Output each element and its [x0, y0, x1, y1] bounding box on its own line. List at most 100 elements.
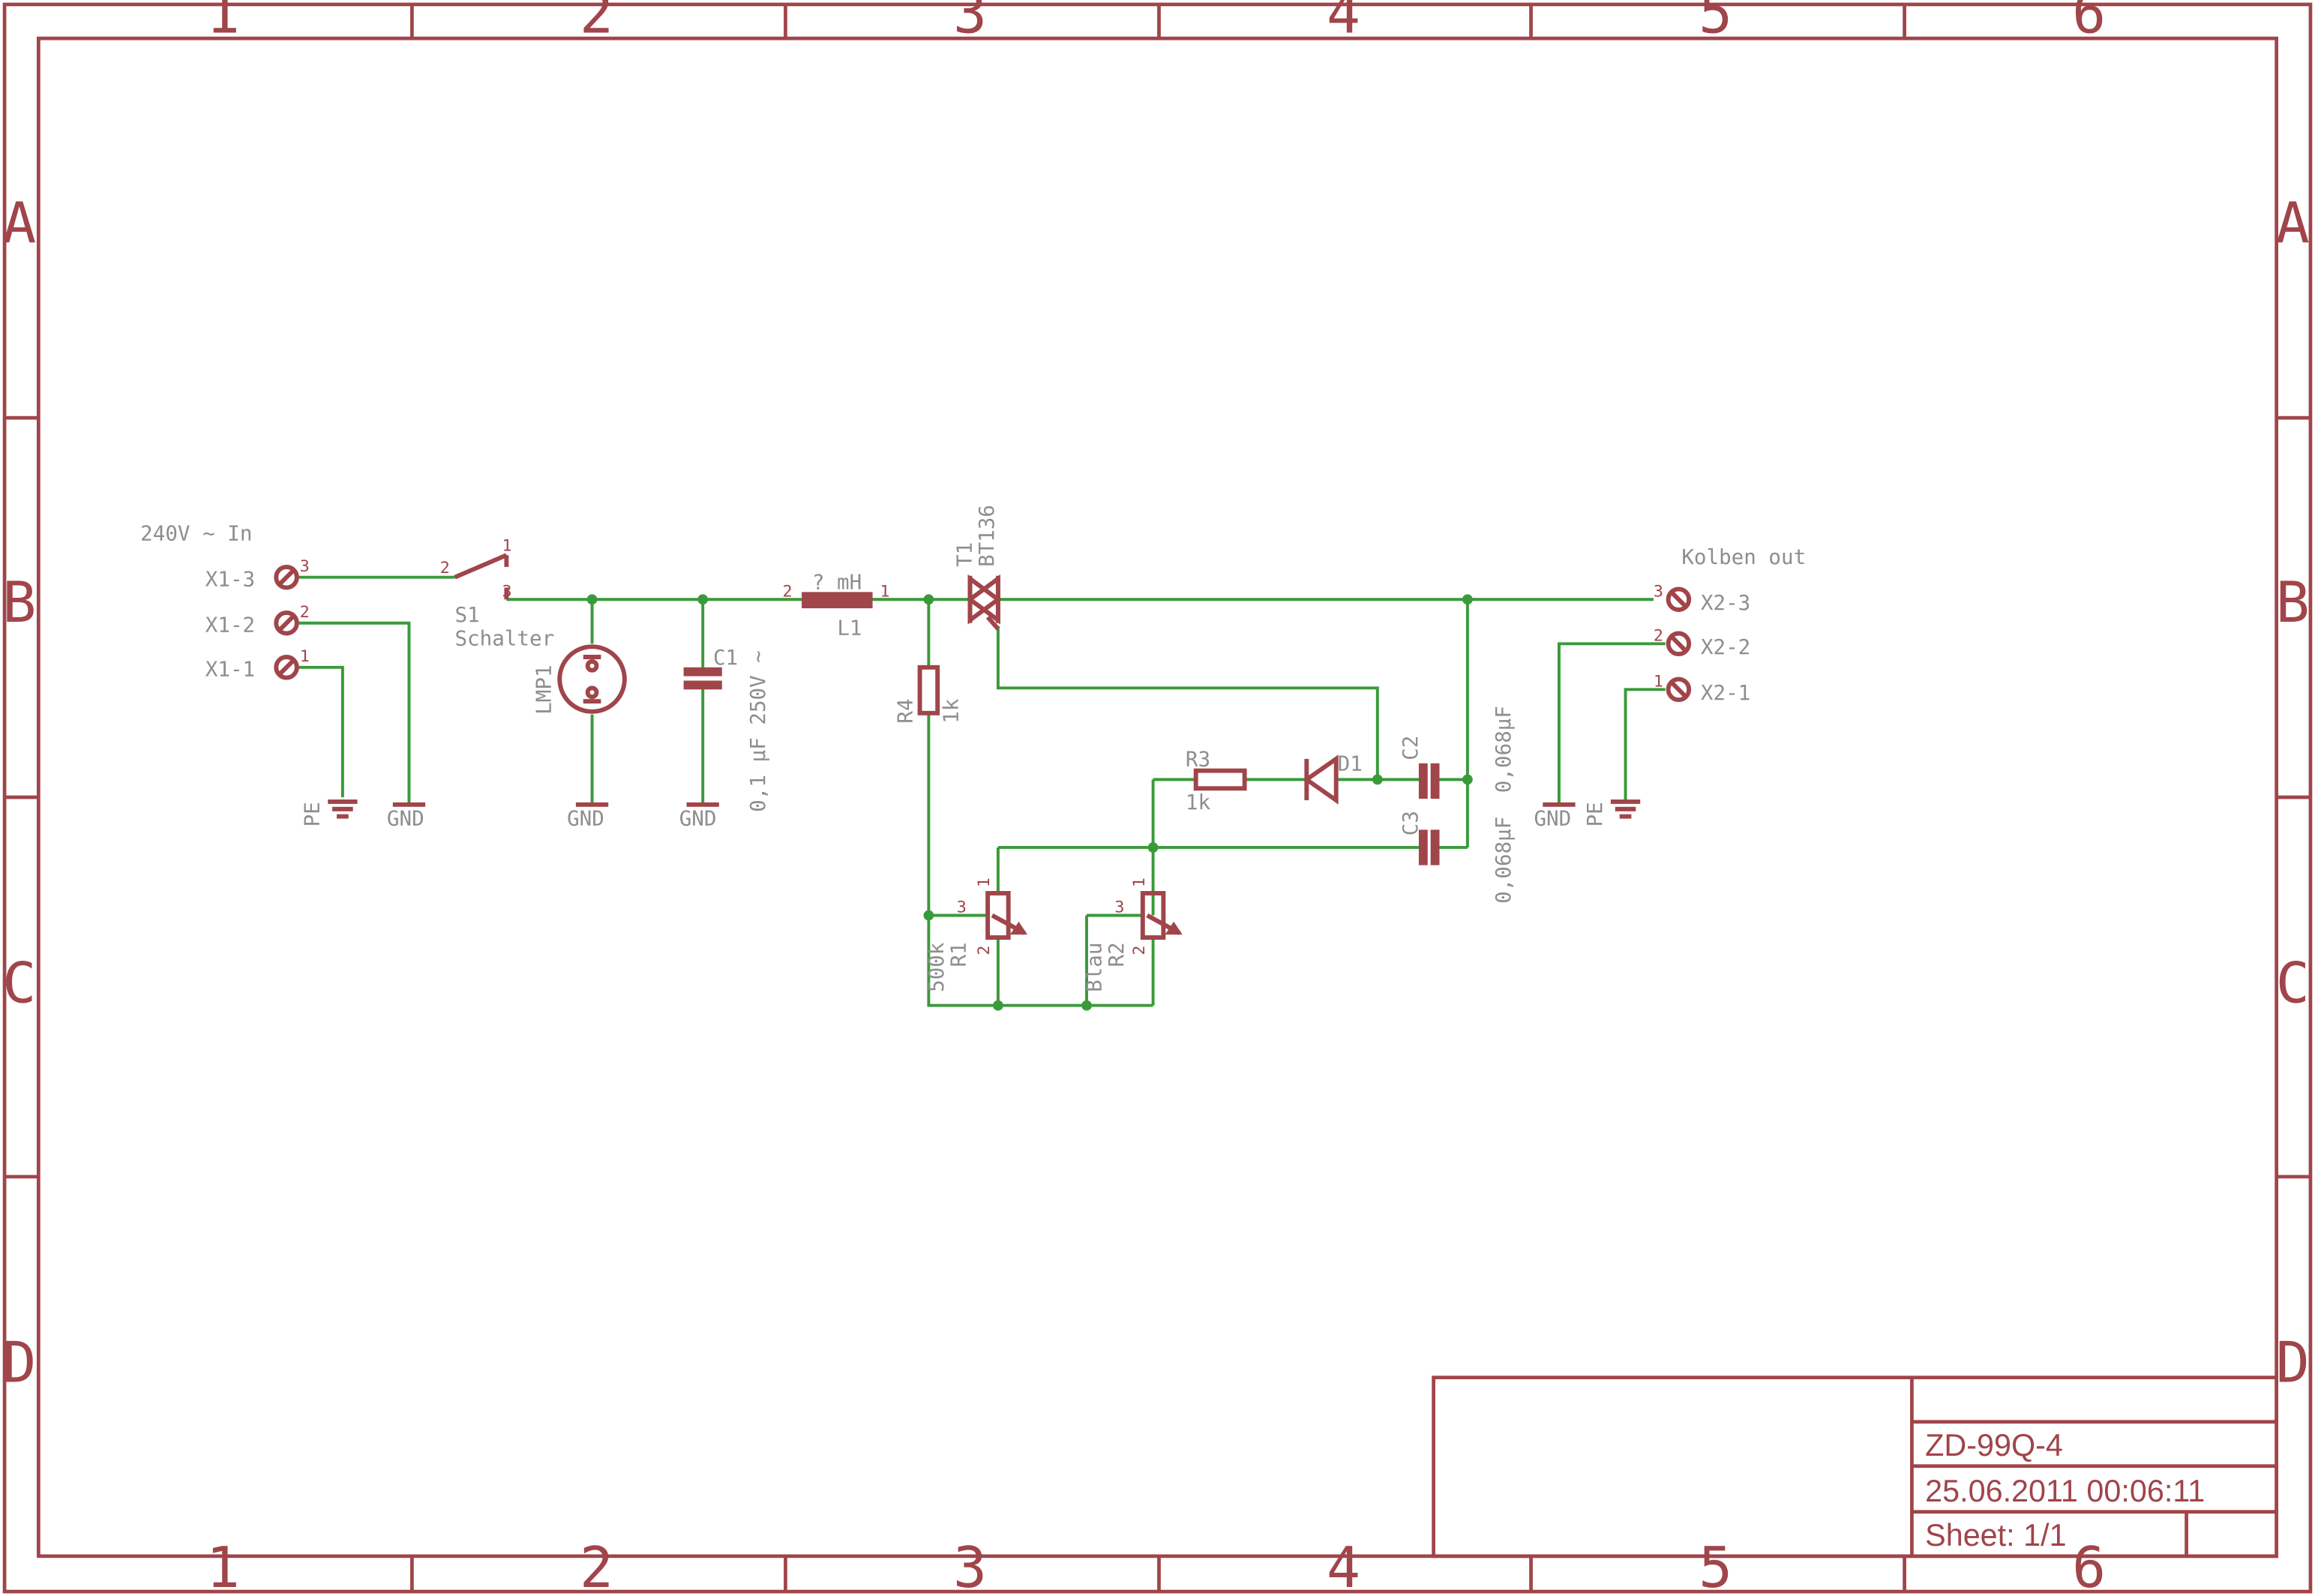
svg-text:C2: C2	[1399, 736, 1423, 760]
zone-row-d-right: D	[2276, 1330, 2310, 1396]
zone-col-6-bottom: 6	[2072, 1535, 2106, 1596]
svg-text:L1: L1	[837, 616, 862, 640]
x2-1-terminal: X2-1 1	[1654, 672, 1750, 705]
svg-text:R1: R1	[947, 942, 971, 967]
svg-text:1k: 1k	[940, 698, 964, 724]
zone-col-1-bottom: 1	[206, 1535, 240, 1596]
svg-text:3: 3	[957, 898, 967, 917]
pe-symbol-right: PE	[1583, 799, 1641, 826]
svg-text:3: 3	[502, 582, 511, 601]
zone-row-b-left: B	[2, 570, 36, 635]
c3-capacitor: C3 0,068µF	[1399, 811, 1516, 904]
gnd-symbol-lamp: GND	[567, 802, 609, 830]
svg-text:X1-2: X1-2	[205, 614, 255, 638]
x2-2-terminal: X2-2 2	[1654, 626, 1750, 659]
x1-3-terminal: X1-3 3	[205, 557, 310, 592]
svg-text:GND: GND	[567, 806, 604, 830]
svg-text:Blau: Blau	[1083, 943, 1107, 992]
x1-1-terminal: X1-1 1	[205, 647, 310, 682]
t1-triac: T1 BT136	[952, 505, 1002, 631]
r3-resistor: R3 1k	[1186, 748, 1247, 814]
d1-diode: D1	[1303, 752, 1363, 805]
svg-text:X2-2: X2-2	[1701, 635, 1750, 659]
c1-capacitor: C1 0,1 µF 250V ~	[683, 646, 770, 812]
svg-text:1k: 1k	[1186, 790, 1211, 814]
svg-text:R2: R2	[1105, 942, 1129, 967]
svg-text:X1-1: X1-1	[205, 658, 255, 682]
pe-label-left: PE	[300, 802, 324, 826]
svg-text:X1-3: X1-3	[205, 568, 255, 592]
l1-inductor: 2 1 ? mH L1	[782, 570, 889, 640]
pe-label-right: PE	[1583, 802, 1607, 826]
svg-text:C3: C3	[1399, 811, 1423, 836]
r1-potentiometer: 3 1 2 R1 500k	[925, 878, 1028, 992]
svg-text:1: 1	[880, 582, 889, 601]
c2-capacitor: C2 0,068µF	[1399, 706, 1516, 799]
svg-text:C1: C1	[713, 646, 738, 670]
output-heading: Kolben out	[1681, 545, 1806, 569]
zone-row-b-right: B	[2276, 570, 2310, 635]
x1-2-terminal: X1-2 2	[205, 603, 310, 638]
x1-terminal-block: 240V ~ In X1-3 3 X1-2 2 X1-1 1	[140, 521, 310, 681]
r2-potentiometer: 3 1 2 R2 Blau	[1083, 878, 1183, 992]
gnd-symbol-x1: GND	[387, 802, 426, 830]
svg-text:S1: S1	[454, 603, 479, 627]
svg-text:2: 2	[440, 559, 450, 578]
pe-symbol-left: PE	[300, 799, 358, 826]
zone-row-c-left: C	[2, 951, 36, 1016]
svg-text:0,068µF: 0,068µF	[1492, 706, 1516, 793]
zone-col-5-top: 5	[1699, 0, 1732, 46]
zone-row-d-left: D	[2, 1330, 36, 1396]
zone-col-2-top: 2	[580, 0, 613, 46]
svg-text:GND: GND	[1534, 806, 1571, 830]
svg-text:2: 2	[300, 603, 310, 622]
zone-row-c-right: C	[2276, 951, 2310, 1016]
svg-text:1: 1	[1654, 672, 1663, 691]
title-datetime: 25.06.2011 00:06:11	[1925, 1474, 2205, 1508]
svg-text:BT136: BT136	[975, 505, 999, 567]
svg-text:R3: R3	[1186, 748, 1210, 772]
zone-col-4-bottom: 4	[1327, 1535, 1360, 1596]
title-sheet: Sheet: 1/1	[1925, 1518, 2066, 1552]
zone-col-1-top: 1	[206, 0, 240, 46]
junctions	[586, 594, 1473, 1011]
svg-text:2: 2	[975, 946, 994, 956]
x2-3-terminal: X2-3 3	[1654, 582, 1750, 615]
s1-switch: 2 1 3 S1 Schalter	[440, 536, 554, 650]
svg-text:GND: GND	[387, 806, 424, 830]
zone-row-a-left: A	[2, 190, 36, 256]
r4-resistor: R4 1k	[894, 664, 964, 724]
x2-terminal-block: Kolben out X2-3 3 X2-2 2 X2-1 1	[1654, 545, 1806, 705]
svg-text:3: 3	[1654, 582, 1663, 601]
svg-text:1: 1	[1130, 878, 1149, 887]
svg-text:2: 2	[782, 582, 792, 601]
gnd-symbol-c1: GND	[679, 802, 719, 830]
svg-text:1: 1	[975, 878, 994, 887]
svg-text:3: 3	[1114, 898, 1124, 917]
lmp1-lamp: LMP1	[532, 644, 627, 715]
zone-col-5-bottom: 5	[1699, 1535, 1732, 1596]
zone-col-3-top: 3	[953, 0, 987, 46]
zone-row-a-right: A	[2276, 190, 2310, 256]
zone-col-2-bottom: 2	[580, 1535, 613, 1596]
svg-text:2: 2	[1654, 626, 1663, 645]
zone-col-3-bottom: 3	[953, 1535, 987, 1596]
svg-text:X2-3: X2-3	[1701, 591, 1750, 615]
svg-text:R4: R4	[894, 698, 918, 723]
title-drawing-number: ZD-99Q-4	[1925, 1428, 2063, 1462]
svg-text:T1: T1	[952, 542, 976, 567]
svg-text:3: 3	[300, 557, 310, 576]
svg-text:1: 1	[502, 536, 511, 555]
zone-col-6-top: 6	[2072, 0, 2106, 46]
svg-text:GND: GND	[679, 806, 717, 830]
svg-text:1: 1	[300, 647, 310, 666]
input-heading: 240V ~ In	[140, 521, 252, 545]
gnd-symbol-x2: GND	[1534, 802, 1576, 830]
svg-text:LMP1: LMP1	[532, 664, 556, 714]
svg-text:2: 2	[1130, 946, 1149, 956]
svg-text:? mH: ? mH	[812, 570, 862, 594]
title-block: ZD-99Q-4 25.06.2011 00:06:11 Sheet: 1/1	[1432, 1376, 2279, 1558]
